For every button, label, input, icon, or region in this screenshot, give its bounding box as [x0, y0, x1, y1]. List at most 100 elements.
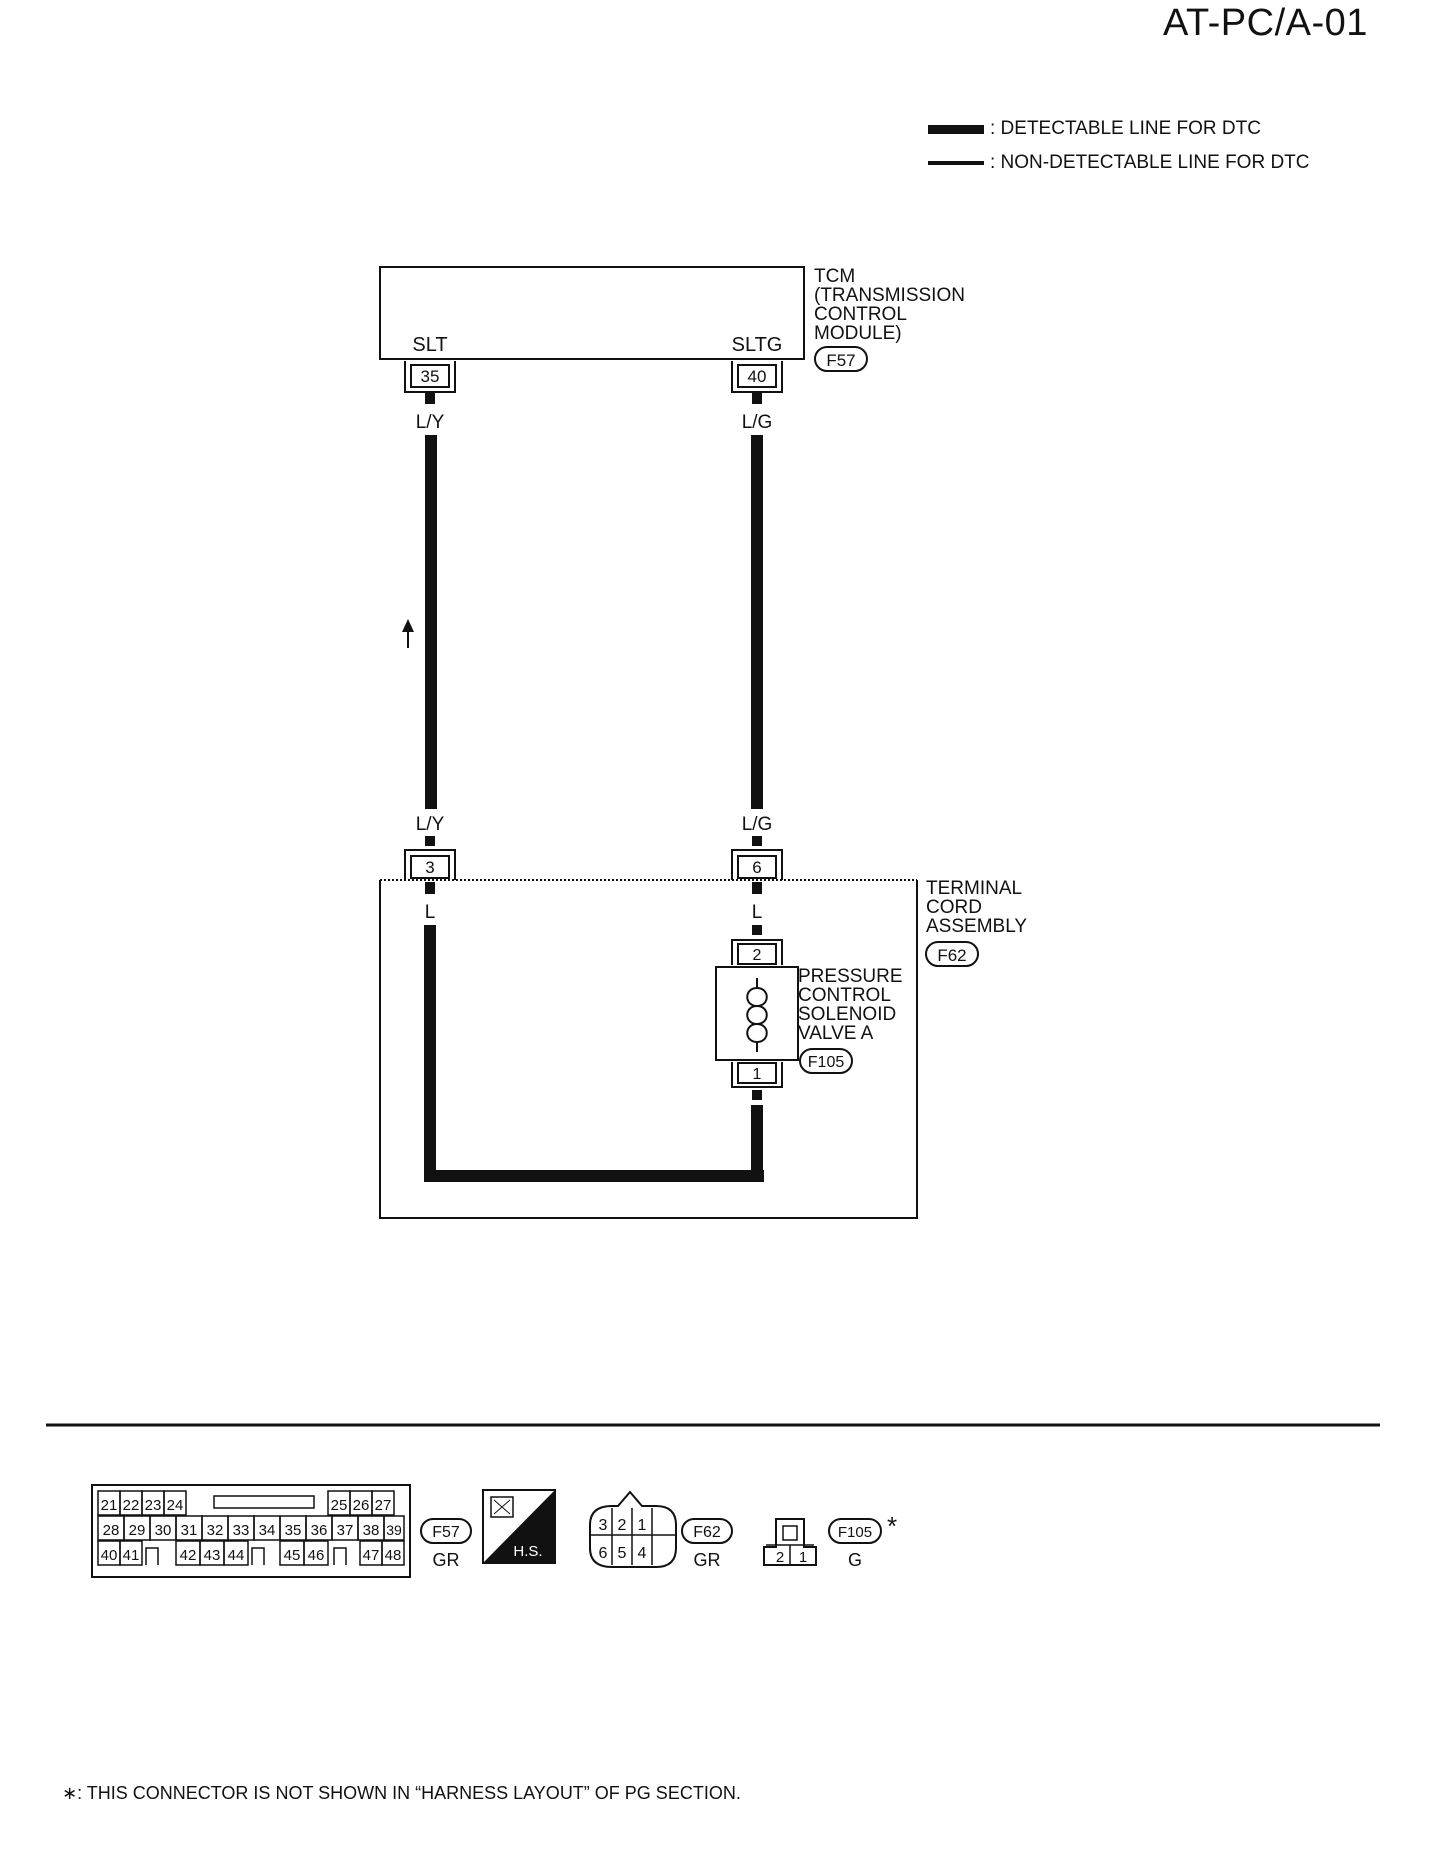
pin-stub: [752, 392, 762, 404]
terminal-cord-name-line: CORD: [926, 897, 982, 918]
f105-latch: [782, 1525, 798, 1541]
svg-text:43: 43: [204, 1547, 221, 1564]
terminal-cord-box: [379, 880, 918, 1219]
tcm-pin-40: 40: [748, 367, 767, 386]
svg-text:21: 21: [101, 1497, 118, 1514]
svg-text:35: 35: [285, 1522, 302, 1539]
solenoid-connector-id: F105: [808, 1054, 845, 1071]
svg-text:40: 40: [101, 1547, 118, 1564]
f62-pin: 1: [638, 1517, 647, 1534]
solenoid-name-line: CONTROL: [798, 985, 891, 1006]
f62-pin: 6: [599, 1545, 608, 1562]
tcm-name-line: MODULE): [814, 323, 902, 344]
signal-arrow-icon: [402, 619, 414, 632]
coil-icon: [756, 987, 768, 1043]
wire-label-lg-bottom: L/G: [742, 814, 773, 835]
solenoid-name-line: SOLENOID: [798, 1004, 896, 1025]
wire-ly: [425, 435, 437, 809]
wire-l-right-lower: [751, 1105, 763, 1182]
coil-icon: [746, 987, 758, 1043]
f105-connector-id: F105: [838, 1524, 872, 1541]
wire-l-bottom: [424, 1170, 764, 1182]
footnote: ∗: THIS CONNECTOR IS NOT SHOWN IN “HARNE…: [62, 1783, 741, 1803]
f62-color: GR: [694, 1550, 721, 1570]
svg-text:38: 38: [363, 1522, 380, 1539]
solenoid-name-line: PRESSURE: [798, 966, 903, 987]
svg-text:28: 28: [103, 1522, 120, 1539]
tcm-connector-id: F57: [826, 351, 855, 370]
wire-lg: [751, 435, 763, 809]
svg-text:29: 29: [129, 1522, 146, 1539]
solenoid-pin-1-box: [737, 1062, 777, 1084]
tcm-pin-35: 35: [421, 367, 440, 386]
terminal-cord-connector-id: F62: [937, 946, 966, 965]
hs-connector-icon: [493, 1499, 511, 1515]
wire-label-lg-top: L/G: [742, 412, 773, 433]
tcm-pin-40-box: [737, 364, 777, 388]
pin-stub: [425, 882, 435, 894]
legend-non-detectable-label: : NON-DETECTABLE LINE FOR DTC: [990, 152, 1310, 173]
f57-key: [145, 1547, 159, 1565]
svg-text:24: 24: [167, 1497, 184, 1514]
tcm-name-line: TCM: [814, 266, 855, 287]
f57-key: [333, 1547, 347, 1565]
legend-detectable-label: : DETECTABLE LINE FOR DTC: [990, 118, 1261, 139]
hs-triangle: [483, 1490, 555, 1563]
solenoid-pin-1: 1: [753, 1066, 762, 1083]
pin-stub: [425, 392, 435, 404]
pin-stub: [752, 1090, 762, 1100]
tcm-terminal-slt-label: SLT: [412, 334, 447, 356]
solenoid-body: [715, 966, 799, 1061]
legend: : DETECTABLE LINE FOR DTC : NON-DETECTAB…: [928, 118, 1310, 174]
f62-connector-badge: [681, 1518, 733, 1544]
svg-text:48: 48: [385, 1547, 402, 1564]
f62-pin: 3: [599, 1517, 608, 1534]
solenoid-pin-2-bracket: [731, 939, 783, 965]
svg-text:34: 34: [259, 1522, 276, 1539]
page-code: AT-PC/A-01: [1163, 2, 1368, 44]
f57-connector-badge: [420, 1518, 472, 1544]
f62-connector-id: F62: [693, 1524, 721, 1541]
f105-color: G: [848, 1550, 862, 1570]
solenoid-pin-2: 2: [753, 947, 762, 964]
legend-non-detectable: : NON-DETECTABLE LINE FOR DTC: [928, 152, 1310, 174]
cord-pin-3-box: [410, 855, 450, 879]
f105-pin: 1: [799, 1549, 807, 1566]
f105-outline: [763, 1518, 817, 1566]
svg-text:25: 25: [331, 1497, 348, 1514]
svg-text:26: 26: [353, 1497, 370, 1514]
f62-outline: [589, 1490, 677, 1568]
wire-label-l-left: L: [425, 902, 436, 923]
pin-stub: [752, 925, 762, 935]
f62-pin: 4: [638, 1545, 647, 1562]
f62-pin: 2: [618, 1517, 627, 1534]
thin-line-swatch: [928, 161, 984, 165]
cord-pin-6: 6: [752, 858, 761, 877]
svg-text:44: 44: [228, 1547, 245, 1564]
solenoid-connector-badge: [799, 1048, 853, 1074]
thick-line-swatch: [928, 124, 984, 134]
f57-connector-id: F57: [432, 1524, 460, 1541]
tcm-name-line: (TRANSMISSION: [814, 285, 965, 306]
wire-l-left: [424, 925, 436, 1182]
wire-label-l-right: L: [752, 902, 763, 923]
hs-label: H.S.: [513, 1543, 542, 1560]
terminal-cord-name-line: ASSEMBLY: [926, 916, 1027, 937]
svg-text:33: 33: [233, 1522, 250, 1539]
svg-text:41: 41: [123, 1547, 140, 1564]
f57-outline: [91, 1484, 411, 1578]
svg-text:36: 36: [311, 1522, 328, 1539]
svg-text:23: 23: [145, 1497, 162, 1514]
tcm-box: [379, 266, 805, 360]
f57-color: GR: [433, 1550, 460, 1570]
hs-connector-icon: [490, 1496, 514, 1518]
pin-stub: [752, 882, 762, 894]
f57-row-2: 28 29 30 31 32 33 34 35 36 37 38 39: [97, 1515, 405, 1541]
svg-text:30: 30: [155, 1522, 172, 1539]
terminal-cord-connector-badge: [925, 941, 979, 967]
tcm-pin-35-box: [410, 364, 450, 388]
solenoid-pin-1-bracket: [731, 1062, 783, 1088]
svg-text:46: 46: [308, 1547, 325, 1564]
cord-pin-6-bracket: [731, 849, 783, 880]
